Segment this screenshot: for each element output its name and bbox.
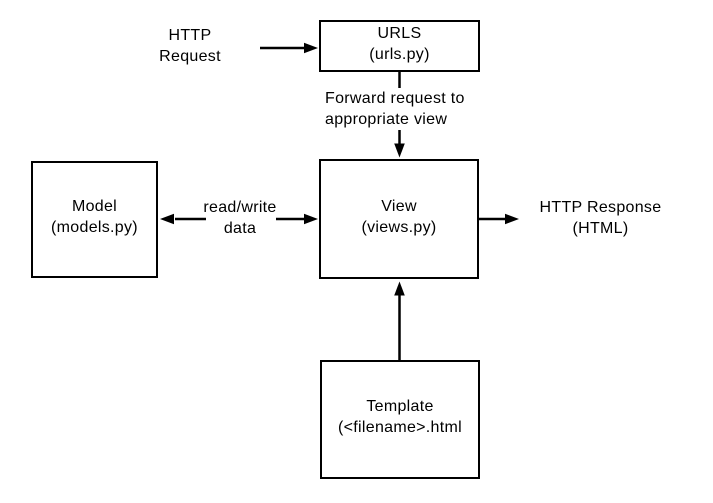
- forward-request-label: Forward request to appropriate view: [325, 88, 465, 130]
- template-box-title: Template: [366, 398, 434, 415]
- http-response-label-line2: (HTML): [572, 220, 629, 237]
- view-box-title: View: [381, 197, 417, 215]
- arrow-urls-to-view: [394, 130, 405, 158]
- forward-request-label-line2: appropriate view: [325, 111, 448, 128]
- model-box-subtitle: (models.py): [51, 219, 138, 236]
- arrow-http-request-to-urls: [260, 42, 318, 54]
- forward-request-label-line1: Forward request to: [325, 90, 465, 107]
- template-box-subtitle: (<filename>.html: [338, 419, 462, 436]
- view-box: View (views.py): [319, 159, 479, 279]
- http-response-label: HTTP Response (HTML): [513, 197, 688, 239]
- view-box-subtitle: (views.py): [361, 218, 437, 236]
- arrow-model-to-view: [276, 213, 318, 225]
- urls-box-subtitle: (urls.py): [369, 45, 430, 63]
- arrow-view-to-response: [478, 213, 519, 225]
- http-request-label-line2: Request: [159, 48, 221, 65]
- urls-box-title: URLS: [377, 24, 422, 42]
- http-response-label-line1: HTTP Response: [539, 199, 662, 216]
- urls-box: URLS (urls.py): [319, 20, 480, 72]
- template-box: Template (<filename>.html: [320, 360, 480, 479]
- http-request-label: HTTP Request: [120, 25, 260, 67]
- http-request-label-line1: HTTP: [168, 27, 212, 44]
- model-box: Model (models.py): [31, 161, 158, 278]
- read-write-data-label-line2: data: [223, 220, 257, 237]
- read-write-data-label-line1: read/write: [203, 199, 277, 216]
- read-write-data-label: read/write data: [190, 197, 290, 239]
- model-box-title: Model: [71, 198, 118, 215]
- arrow-template-to-view: [394, 281, 405, 360]
- arrow-view-to-model: [160, 213, 206, 225]
